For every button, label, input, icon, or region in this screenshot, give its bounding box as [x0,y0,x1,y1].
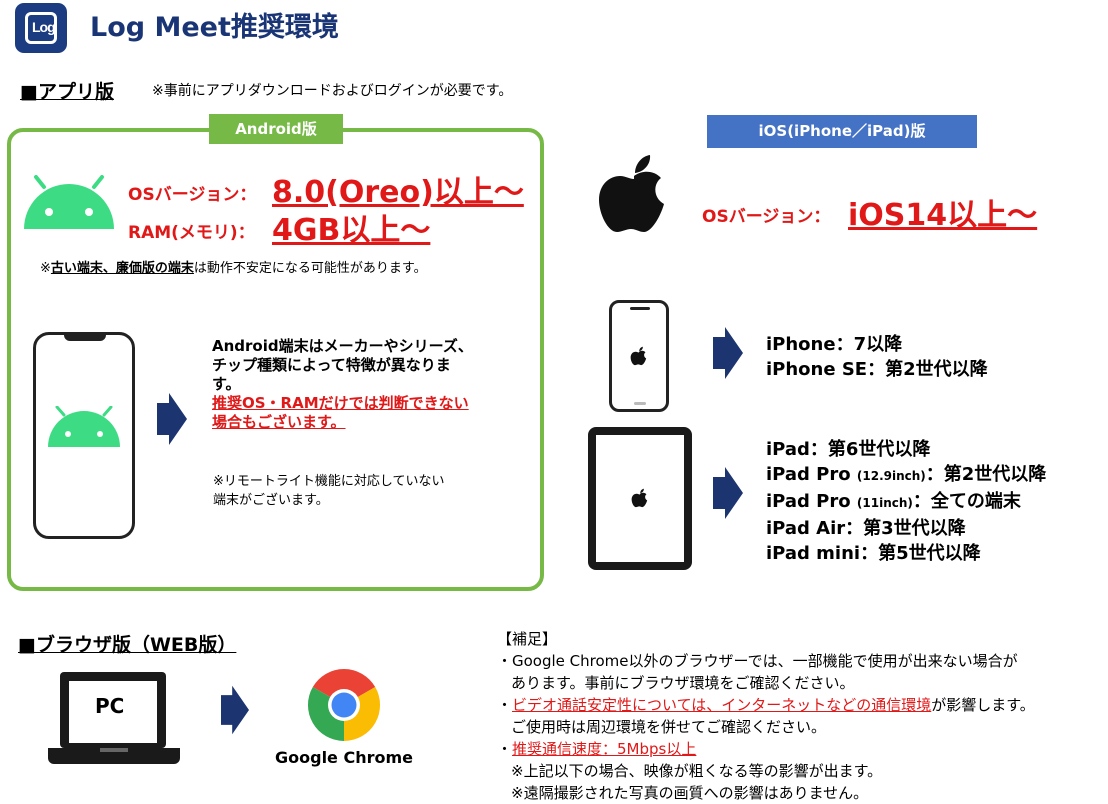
iphone-illustration [609,300,669,412]
recommended-speed: 推奨通信速度：5Mbps以上 [512,740,697,758]
apple-logo-icon-small [630,346,647,366]
network-warning: ビデオ通話安定性については、インターネットなどの通信環境 [512,696,932,714]
logo-text: Log [32,19,56,35]
android-tag: Android版 [209,114,343,144]
android-ram-value: 4GB以上～ [272,213,431,248]
android-robot-icon-small [48,406,120,447]
remote-light-note: ※リモートライト機能に対応していない 端末がございます。 [213,474,445,508]
notes-title: 【補足】 [497,630,558,648]
iphone-requirement: iPhone：7以降 [766,334,903,355]
ios-tag: iOS(iPhone／iPad)版 [707,115,977,148]
ipad-mini-requirement: iPad mini：第5世代以降 [766,543,981,564]
iphone-requirements: iPhone：7以降 iPhone SE：第2世代以降 [766,332,988,382]
arrow-right-icon [157,393,187,445]
arrow-right-icon [713,467,743,519]
android-warning: ※古い端末、廉価版の端末は動作不安定になる可能性があります。 [40,261,427,276]
laptop-base [48,748,180,764]
iphone-se-requirement: iPhone SE：第2世代以降 [766,359,988,380]
logmeet-logo: Log [15,3,67,53]
android-description: Android端末はメーカーやシリーズ、 チップ種類によって特徴が異なりま す。… [212,337,473,431]
apple-logo-icon [599,155,664,232]
android-robot-icon [24,175,114,229]
arrow-right-icon [221,685,249,735]
laptop-illustration [60,672,166,748]
page-title: Log Meet推奨環境 [90,12,339,43]
supplementary-notes: 【補足】 ・Google Chrome以外のブラウザーでは、一部機能で使用が出来… [497,630,1035,802]
ipad-requirements: iPad：第6世代以降 iPad Pro (12.9inch)：第2世代以降 i… [766,437,1046,566]
arrow-right-icon [713,327,743,379]
google-chrome-label: Google Chrome [275,748,414,767]
ios-os-value: iOS14以上～ [848,198,1038,233]
ipad-pro-12-requirement: iPad Pro (12.9inch)：第2世代以降 [766,464,1047,485]
android-ram-label: RAM(メモリ)： [128,223,255,243]
app-section-heading: ■アプリ版 [20,81,114,103]
ipad-requirement: iPad：第6世代以降 [766,439,931,460]
app-section-note: ※事前にアプリダウンロードおよびログインが必要です。 [152,83,513,99]
android-warning-emphasis: 古い端末、廉価版の端末 [50,261,194,276]
android-description-warning: 推奨OS・RAMだけでは判断できない [212,394,469,412]
pc-label: PC [95,694,125,718]
apple-logo-icon-small [631,488,648,508]
android-os-label: OSバージョン： [128,185,257,205]
android-os-value: 8.0(Oreo)以上～ [272,175,524,210]
ipad-pro-11-requirement: iPad Pro (11inch)：全ての端末 [766,491,1021,512]
web-section-heading: ■ブラウザ版（WEB版） [18,634,237,656]
ios-os-label: OSバージョン： [702,207,831,227]
ipad-air-requirement: iPad Air：第3世代以降 [766,518,966,539]
chrome-logo-icon [307,669,381,741]
